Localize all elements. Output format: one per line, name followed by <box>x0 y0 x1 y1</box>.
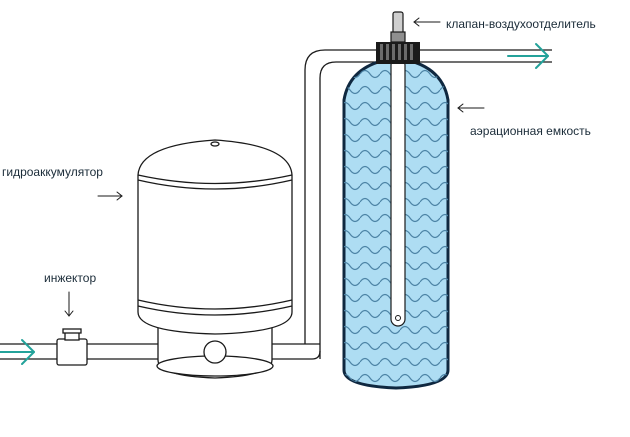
tank-cap <box>376 42 420 64</box>
outlet-pipe <box>420 49 552 63</box>
arrow-pointer-icon <box>97 191 123 201</box>
arrow-pointer-icon <box>64 291 74 317</box>
injector-label: инжектор <box>44 271 97 285</box>
connecting-pipe <box>304 49 378 360</box>
injector <box>56 328 88 366</box>
air-release-valve <box>390 11 406 43</box>
arrow-right-icon <box>507 43 549 69</box>
arrow-pointer-icon <box>457 103 485 113</box>
accumulator-port <box>203 340 227 364</box>
arrow-right-icon <box>0 339 35 365</box>
aeration-tank <box>342 56 450 390</box>
accumulator-label: гидроаккумулятор <box>2 165 103 179</box>
arrow-pointer-icon <box>413 17 441 27</box>
valve-label: клапан-воздухоотделитель <box>446 17 596 31</box>
hydro-accumulator <box>137 139 293 379</box>
aeration-tank-label: аэрационная емкость <box>470 124 591 138</box>
